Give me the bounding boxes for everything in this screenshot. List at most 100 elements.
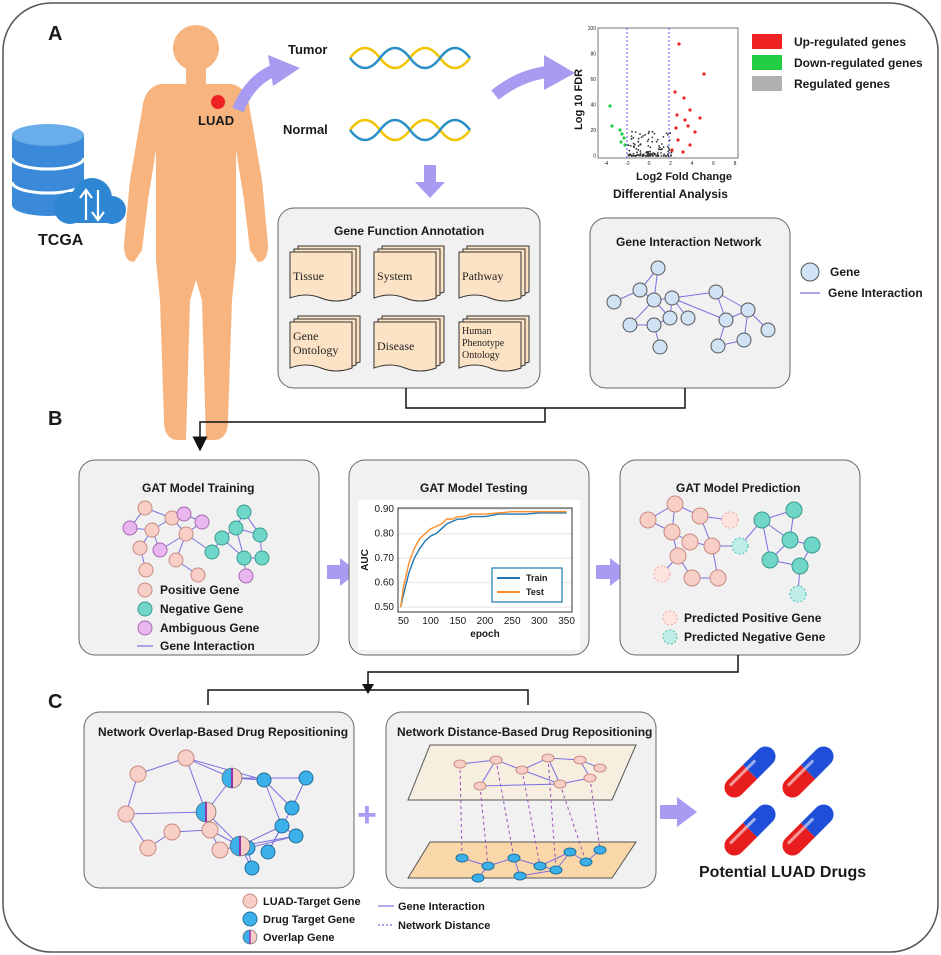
gene-interaction-edge — [479, 783, 561, 787]
volcano-dot — [657, 148, 660, 151]
gene-interaction-edge — [671, 297, 727, 321]
volcano-dot — [637, 154, 640, 157]
gene-node — [708, 284, 724, 300]
luad-target-gene-node — [163, 823, 181, 841]
pill-icon — [782, 746, 834, 798]
volcano-dot — [667, 155, 670, 157]
luad-target-gene-node — [515, 765, 529, 775]
negative-gene-node — [204, 544, 220, 560]
chart-ytick: 0.50 — [375, 602, 395, 613]
gene-interaction-edge — [247, 835, 297, 849]
luad-target-gene-node — [573, 755, 587, 765]
volcano-dot — [648, 130, 650, 133]
network-distance-edge — [459, 763, 463, 859]
gene-interaction-edge — [521, 769, 561, 785]
drug-target-gene-node — [260, 844, 276, 860]
volcano-dot — [662, 146, 665, 149]
luad-target-gene-node — [453, 759, 467, 769]
connector-arrow — [362, 684, 374, 694]
chart-ytick: 0.80 — [375, 529, 395, 540]
volcano-dot — [669, 132, 672, 135]
volcano-dot — [642, 154, 644, 157]
normal-dna-icon — [349, 118, 471, 142]
training-title: GAT Model Training — [142, 481, 254, 495]
volcano-ytick: 80 — [590, 52, 596, 58]
drug-target-gene-node — [563, 847, 577, 857]
chart-xtick: 250 — [504, 616, 521, 627]
annotation-card: Pathway — [458, 245, 530, 302]
volcano-dot — [637, 148, 640, 151]
volcano-dot — [648, 154, 651, 157]
potential-drugs-label: Potential LUAD Drugs — [699, 864, 866, 881]
luad-target-gene-node — [473, 781, 487, 791]
annotation-card-label: Tissue — [293, 269, 324, 283]
volcano-dot — [644, 133, 647, 136]
ambiguous-gene-node — [176, 506, 192, 522]
volcano-dot — [634, 143, 636, 146]
volcano-dot — [628, 155, 630, 157]
chart-ytick: 0.70 — [375, 553, 395, 564]
volcano-dot — [662, 155, 665, 157]
volcano-dot — [651, 136, 654, 139]
gene-interaction-edge — [185, 757, 265, 781]
drug-target-gene-node — [481, 861, 495, 871]
negative-gene-node — [236, 504, 252, 520]
volcano-dot — [668, 149, 671, 152]
negative-gene-node — [753, 511, 771, 529]
volcano-dot — [640, 136, 643, 139]
volcano-up-dot — [674, 126, 678, 130]
overlap-title: Network Overlap-Based Drug Repositioning — [98, 725, 348, 739]
drug-target-gene-node — [507, 853, 521, 863]
positive-gene-node — [168, 552, 184, 568]
volcano-dot — [627, 144, 630, 147]
prediction-title: GAT Model Prediction — [676, 481, 800, 495]
predicted-positive-gene-node — [721, 511, 739, 529]
positive-gene-node — [703, 537, 721, 555]
positive-gene-node — [178, 526, 194, 542]
volcano-dot — [662, 136, 665, 138]
luad-target-gene-node — [489, 755, 503, 765]
volcano-dot — [656, 152, 659, 154]
bottom-legend: LUAD-Target Gene Drug Target Gene Overla… — [242, 893, 490, 945]
gene-node — [680, 310, 696, 326]
connector-a-to-b — [200, 388, 686, 444]
arrow-dna-to-annotation — [424, 165, 436, 183]
volcano-dot — [639, 150, 642, 152]
volcano-dot — [651, 130, 654, 133]
volcano-dot — [649, 152, 652, 155]
gene-node — [632, 282, 648, 298]
volcano-dot — [651, 154, 654, 157]
volcano-dot — [636, 151, 638, 154]
volcano-dot — [649, 150, 651, 153]
volcano-down-dot — [622, 136, 626, 140]
positive-gene-node — [691, 507, 709, 525]
chart-xlabel: epoch — [470, 629, 499, 640]
volcano-up-dot — [673, 90, 677, 94]
volcano-up-dot — [693, 130, 697, 134]
legend-overlap: Overlap Gene — [263, 932, 335, 944]
positive-gene-node — [709, 569, 727, 587]
volcano-up-dot — [688, 108, 692, 112]
legend-regulated: Regulated genes — [794, 77, 890, 91]
legend-pred-negative: Predicted Negative Gene — [684, 630, 826, 644]
chart-ytick: 0.60 — [375, 578, 395, 589]
arrow-head — [544, 55, 575, 90]
ambiguous-gene-node — [194, 514, 210, 530]
volcano-down-dot — [610, 124, 614, 128]
ambiguous-gene-node — [152, 542, 168, 558]
volcano-dot — [634, 131, 637, 134]
training-legend: Positive Gene Negative Gene Ambiguous Ge… — [137, 582, 260, 653]
drug-target-gene-node — [471, 873, 485, 883]
legend-overlap-icon — [242, 929, 258, 945]
plus-sign: + — [357, 796, 377, 834]
legend-swatch-up — [752, 34, 782, 49]
volcano-dot — [635, 148, 638, 150]
legend-swatch-regulated — [752, 76, 782, 91]
legend-up: Up-regulated genes — [794, 35, 906, 49]
legend-positive-icon — [137, 582, 153, 598]
predicted-negative-gene-node — [731, 537, 749, 555]
gene-node — [718, 312, 734, 328]
volcano-dot — [646, 153, 649, 156]
